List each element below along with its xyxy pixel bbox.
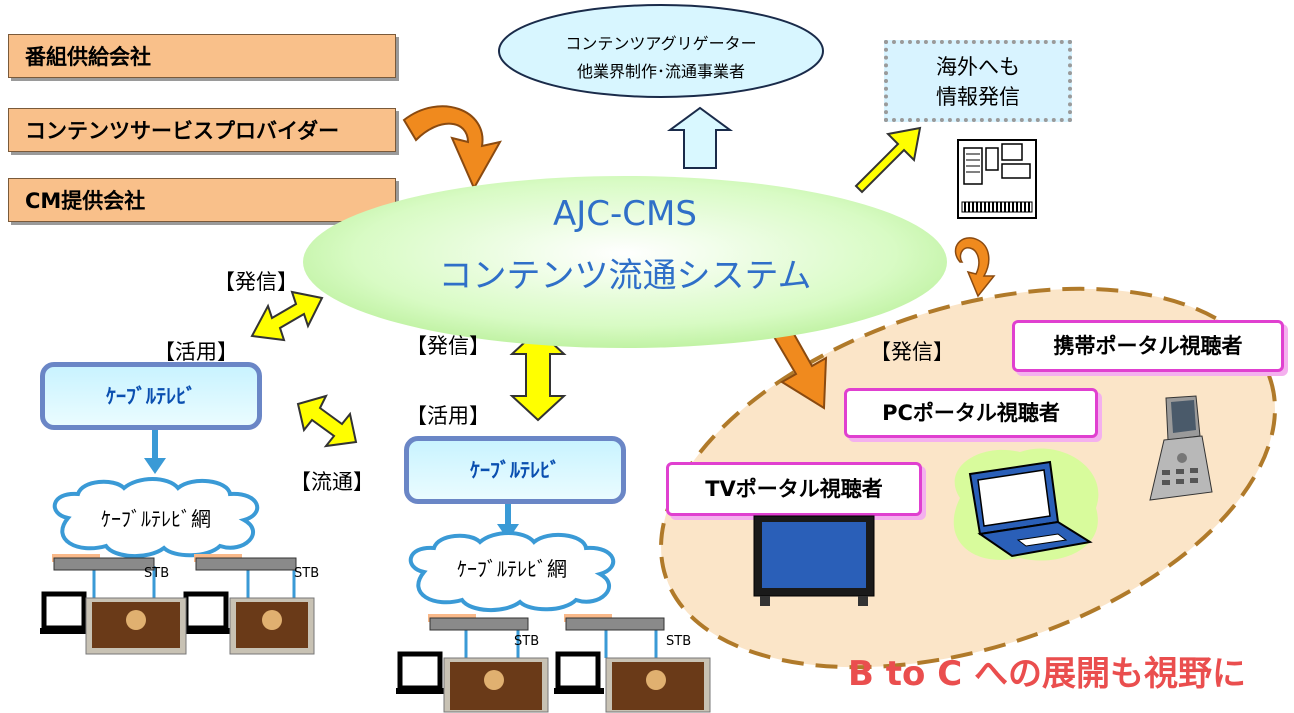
up-arrow-aggregator-icon [666, 106, 734, 169]
stb-label-center-1: STB [514, 634, 540, 649]
core-title: AJC-CMS [553, 194, 697, 234]
core-system-ellipse [303, 176, 947, 348]
catv-box-left: ｹｰﾌﾞﾙﾃﾚﾋﾞ [40, 362, 262, 430]
label-use-left: 【活用】 [154, 340, 238, 364]
aggregator-line1: コンテンツアグリゲーター [565, 34, 757, 53]
small-orange-curved-arrow-icon [954, 237, 996, 298]
viewer-pc-portal: PCポータル視聴者 [844, 388, 1098, 438]
overseas-line2: 情報発信 [936, 85, 1020, 109]
label-send-left: 【発信】 [214, 270, 298, 294]
yellow-double-arrow-distribute-icon [296, 394, 358, 448]
viewer-mobile-portal: 携帯ポータル視聴者 [1012, 320, 1284, 372]
catv-network-label-left: ｹｰﾌﾞﾙﾃﾚﾋﾞ網 [101, 507, 211, 531]
source-box-cm-provider: CM提供会社 [8, 178, 396, 222]
catv-network-label-center: ｹｰﾌﾞﾙﾃﾚﾋﾞ網 [457, 557, 567, 581]
yellow-double-arrow-left-icon [250, 290, 324, 342]
catv-box-center: ｹｰﾌﾞﾙﾃﾚﾋﾞ [404, 436, 626, 504]
mobile-phone-icon [1149, 395, 1213, 501]
yellow-arrow-overseas-icon [854, 126, 922, 194]
laptop-icon [953, 448, 1099, 561]
label-send-center: 【発信】 [406, 334, 490, 358]
overseas-line1: 海外へも [936, 55, 1020, 79]
stb-group-left [40, 554, 315, 655]
source-box-program-supplier: 番組供給会社 [8, 34, 396, 78]
blue-down-arrow-center-icon [497, 504, 519, 540]
blue-down-arrow-left-icon [144, 430, 166, 474]
label-distribute: 【流通】 [290, 470, 374, 494]
label-use-center: 【活用】 [406, 404, 490, 428]
label-send-right: 【発信】 [870, 340, 954, 364]
yellow-double-arrow-center-icon [509, 328, 567, 422]
core-subtitle: コンテンツ流通システム [438, 256, 812, 296]
server-icon [957, 139, 1037, 219]
catv-network-cloud-center: ｹｰﾌﾞﾙﾃﾚﾋﾞ網 [408, 531, 616, 613]
orange-curved-arrow-icon [402, 105, 502, 191]
aggregator-line2: 他業界制作･流通事業者 [576, 62, 745, 81]
btoc-tagline: B to C への展開も視野に [848, 654, 1246, 694]
aggregator-bubble [498, 4, 824, 98]
stb-label-left-2: STB [294, 566, 320, 581]
catv-network-cloud-left: ｹｰﾌﾞﾙﾃﾚﾋﾞ網 [52, 477, 260, 559]
source-box-content-provider: コンテンツサービスプロバイダー [8, 108, 396, 152]
stb-group-center [396, 614, 711, 713]
stb-label-left-1: STB [144, 566, 170, 581]
overseas-box: 海外へも 情報発信 [884, 40, 1072, 122]
viewer-tv-portal: TVポータル視聴者 [666, 462, 922, 516]
flat-tv-icon [753, 515, 875, 606]
stb-label-center-2: STB [666, 634, 692, 649]
